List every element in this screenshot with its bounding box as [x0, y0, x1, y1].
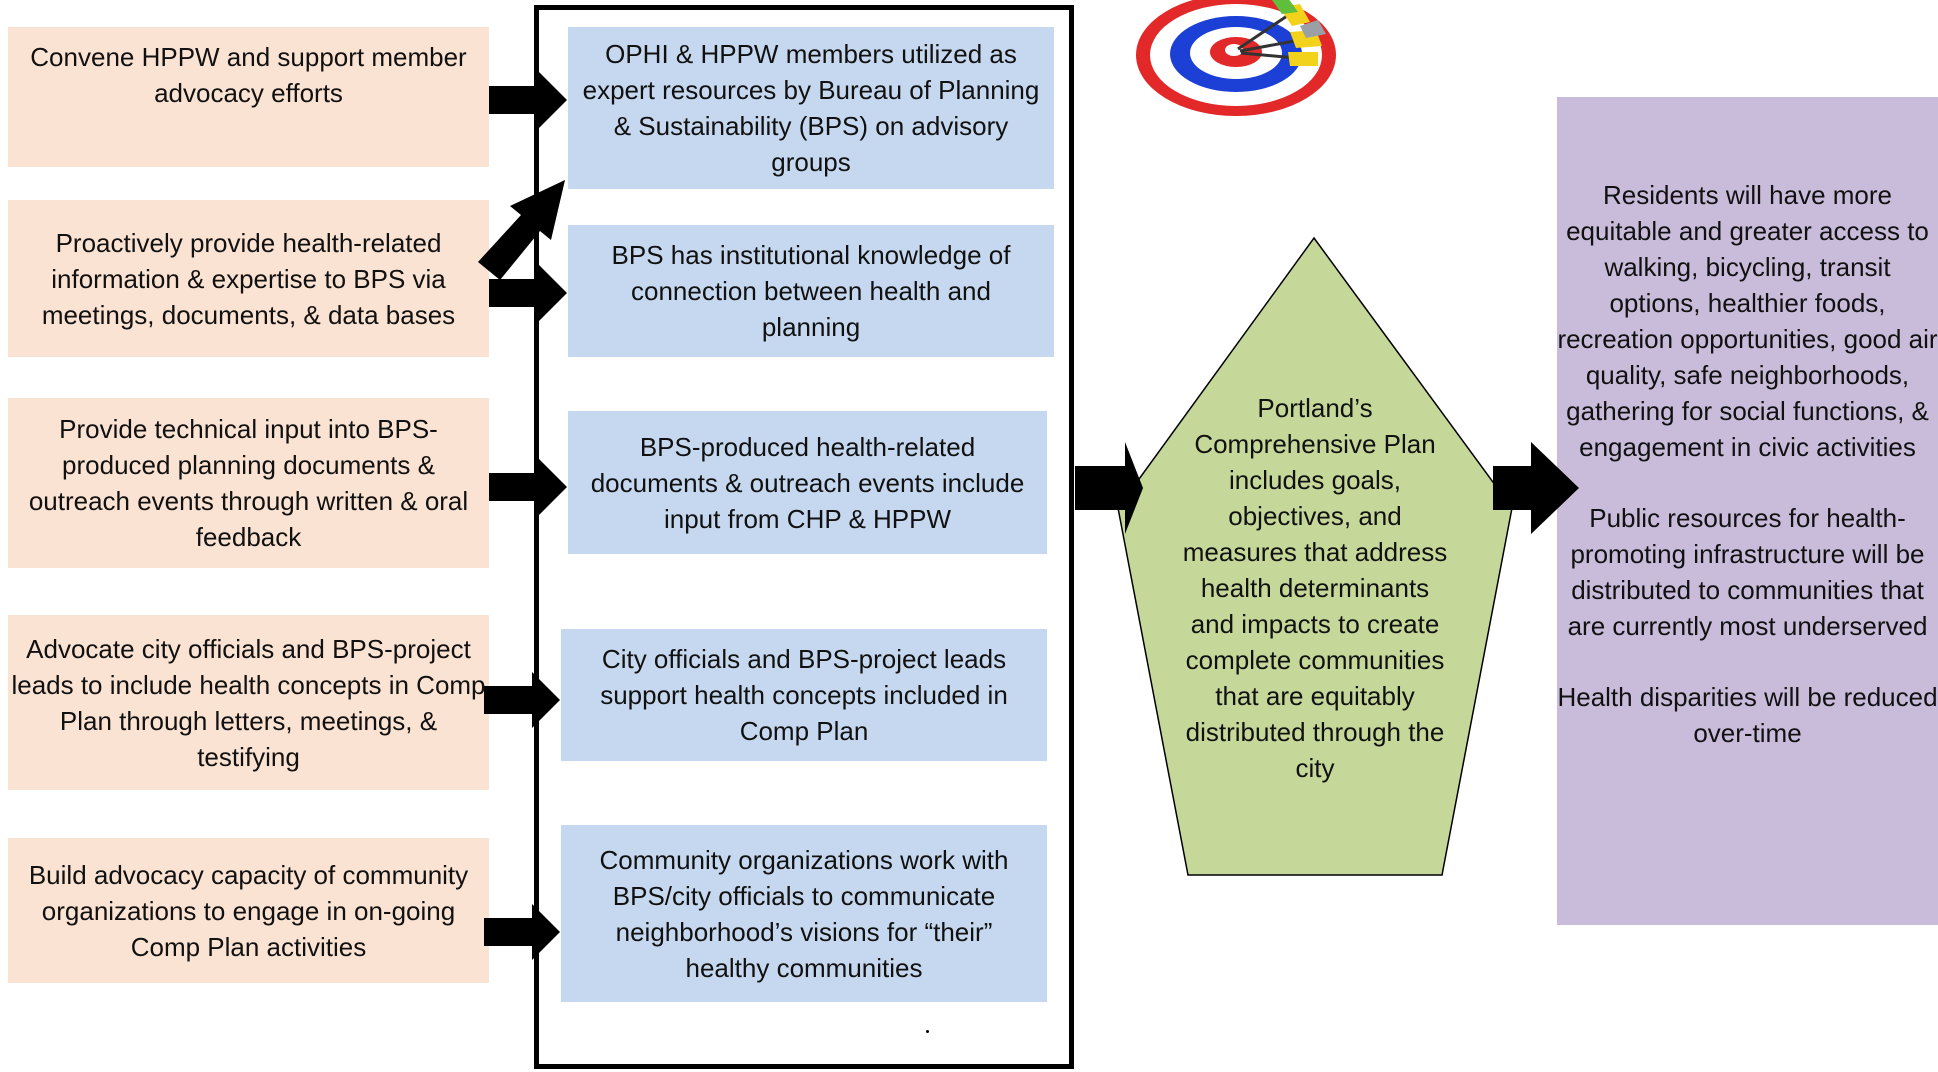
activity-text: Advocate city officials and BPS-project …	[11, 633, 486, 772]
comprehensive-plan-pentagon	[1117, 236, 1513, 876]
activity-box-health-info: Proactively provide health-related infor…	[8, 200, 489, 357]
arrow-right-2	[489, 265, 567, 321]
activity-text: Provide technical input into BPS-produce…	[28, 414, 469, 552]
outcome-box-documents-input: BPS-produced health-related documents & …	[568, 411, 1047, 554]
outcomes-bracket	[534, 5, 1074, 1069]
activity-box-capacity: Build advocacy capacity of community org…	[8, 838, 489, 983]
outcome-box-expert-resources: OPHI & HPPW members utilized as expert r…	[568, 27, 1054, 189]
arrow-to-impacts	[1493, 442, 1579, 534]
impact-text-resources: Public resources for health-promoting in…	[1567, 503, 1928, 641]
outcome-text: City officials and BPS-project leads sup…	[600, 644, 1008, 746]
activity-text: Convene HPPW and support member advocacy…	[30, 42, 467, 108]
activity-text: Proactively provide health-related infor…	[41, 227, 456, 330]
impact-box: Residents will have more equitable and g…	[1557, 97, 1938, 925]
arrow-right-3	[489, 459, 567, 515]
comprehensive-plan-text: Portland’s Comprehensive Plan includes g…	[1182, 393, 1448, 783]
arrow-right-1	[489, 72, 567, 128]
stray-dot	[926, 1030, 929, 1033]
outcome-box-community-orgs: Community organizations work with BPS/ci…	[561, 825, 1047, 1002]
arrow-right-4	[484, 672, 560, 728]
outcome-text: BPS-produced health-related documents & …	[590, 431, 1025, 534]
arrow-to-plan	[1075, 442, 1143, 534]
outcome-text: BPS has institutional knowledge of conne…	[611, 240, 1011, 342]
outcome-box-institutional-knowledge: BPS has institutional knowledge of conne…	[568, 225, 1054, 357]
activity-box-advocate: Advocate city officials and BPS-project …	[8, 615, 489, 790]
activity-arrows	[478, 72, 567, 960]
arrow-right-5	[484, 904, 560, 960]
outcome-text: Community organizations work with BPS/ci…	[599, 844, 1009, 983]
dartboard-target-icon	[1136, 0, 1336, 116]
activity-box-hppw: Convene HPPW and support member advocacy…	[8, 27, 489, 167]
activity-box-technical-input: Provide technical input into BPS-produce…	[8, 398, 489, 568]
impact-text-access: Residents will have more equitable and g…	[1557, 180, 1938, 462]
arrow-diagonal	[478, 180, 565, 280]
activity-text: Build advocacy capacity of community org…	[28, 859, 469, 962]
outcome-text: OPHI & HPPW members utilized as expert r…	[582, 39, 1040, 177]
impact-text-disparities: Health disparities will be reduced over-…	[1557, 682, 1938, 748]
outcome-box-officials-support: City officials and BPS-project leads sup…	[561, 629, 1047, 761]
